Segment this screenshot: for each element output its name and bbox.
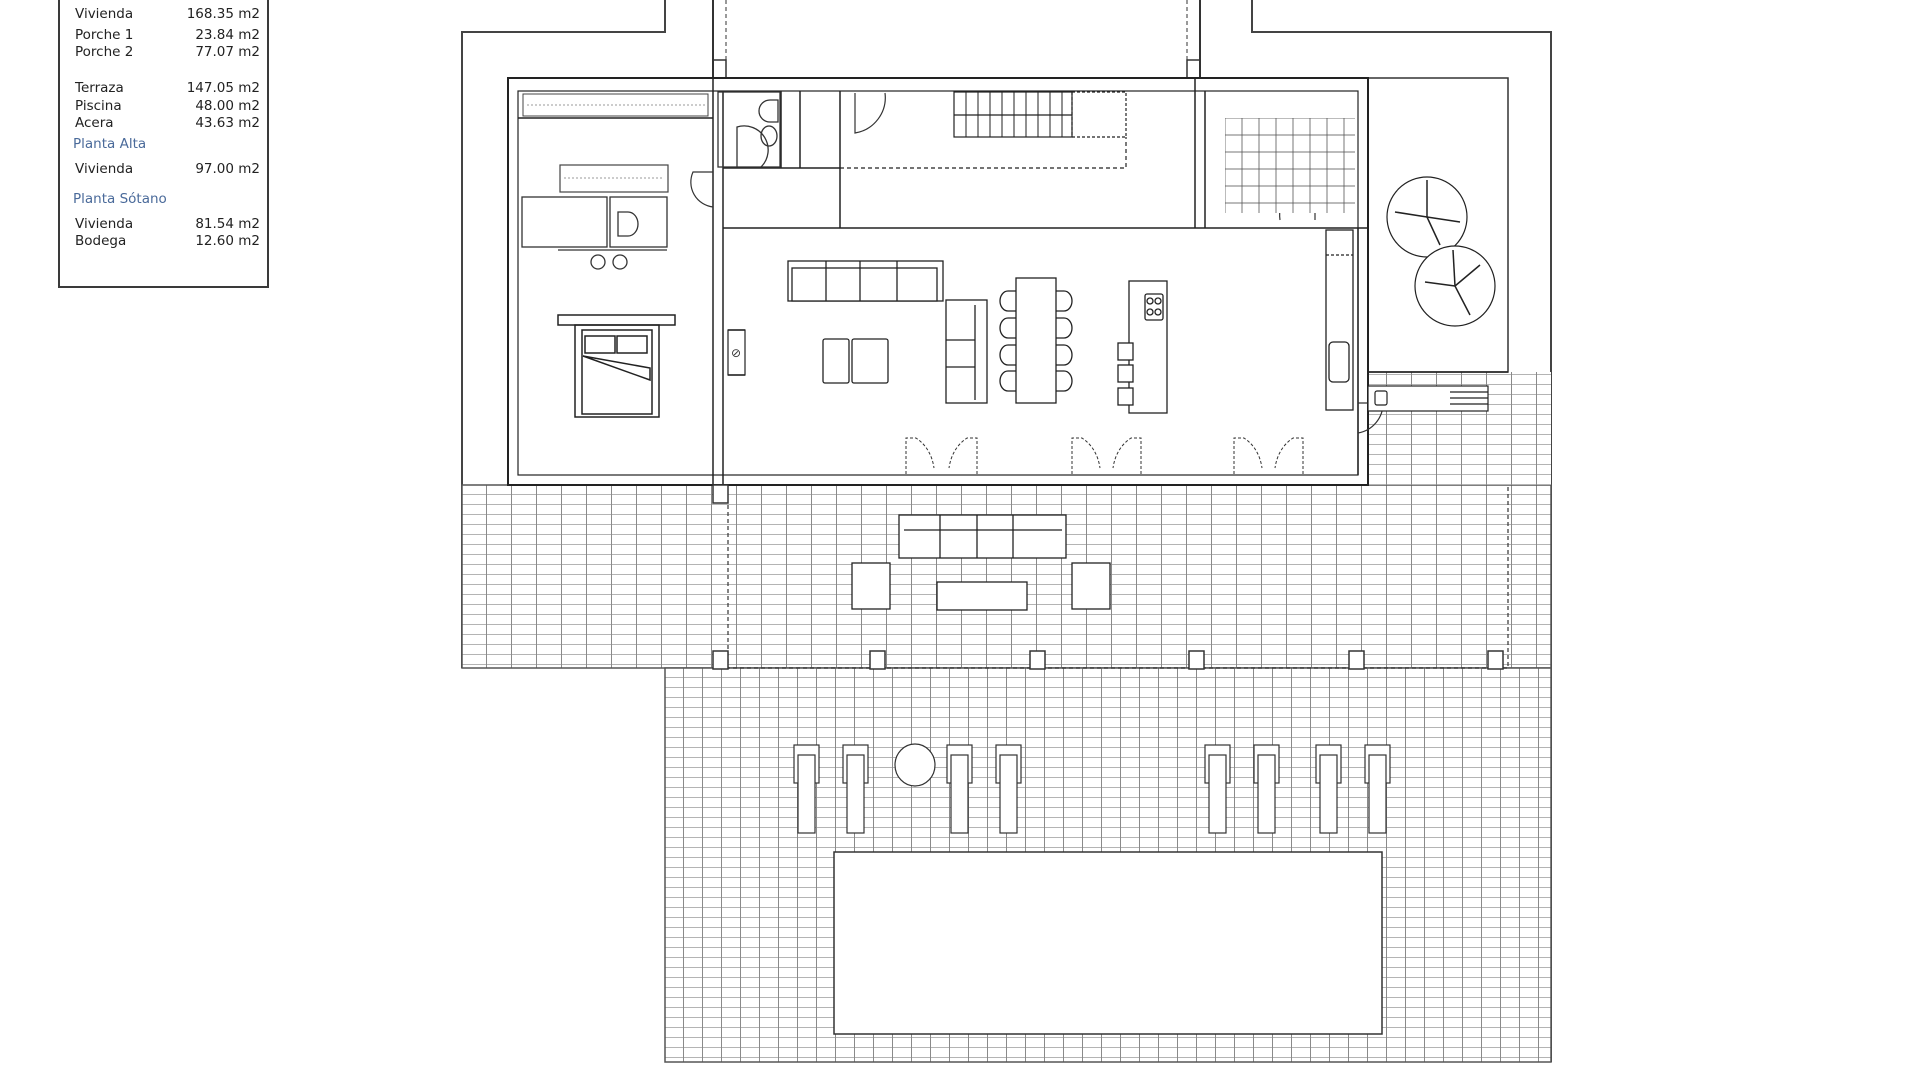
patio-doors[interactable] [905,437,1304,474]
dining-table [999,277,1073,404]
closets [522,93,709,193]
chimney-icon: ⊘ [731,346,741,360]
garden-trees [1386,176,1496,327]
fireplace [727,329,746,376]
outdoor-lounge [851,514,1111,611]
outdoor-sink [1367,385,1489,412]
double-bed [557,314,676,418]
legend-heading-planta-sotano: Planta Sótano [73,191,167,207]
kitchen-island [1117,229,1354,414]
swimming-pool [833,851,1383,1035]
guest-bathroom [717,91,781,168]
ensuite-bathroom [521,196,668,270]
staircase [840,91,1127,169]
living-room-sofas [787,260,988,404]
covered-terrace [712,484,1509,670]
legend-heading-planta-alta: Planta Alta [73,136,147,152]
entrance-porch [712,0,1201,79]
pantry-tiles [1225,118,1355,213]
interior-walls [518,78,1508,485]
sun-loungers [793,743,1391,834]
terrace-deck [461,484,1552,669]
